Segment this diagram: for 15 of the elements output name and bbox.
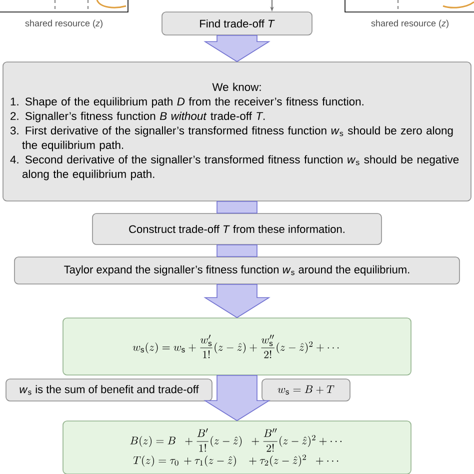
- equation-box: $w_{\mathrm{s}}(z) = w_{\mathrm{s}} + \dfrac{w_{\mathrm{s}}'}{1!}(z-\hat{z}) + \dfrac{w_{\mathrm{s}}''}{2!}(z-\hat{z})^2 + \cdots$: [62, 318, 412, 376]
- block-arrow: [204, 375, 270, 422]
- note-box: w$_{s}$ is the sum of benefit and trade-off: [6, 378, 212, 402]
- connector-bar: [216, 201, 258, 214]
- step-box: Find trade-off T: [162, 12, 312, 36]
- block-arrow: [204, 35, 270, 62]
- equation-box: $B(z) = B \;\; + \dfrac{B'}{1!}(z-\hat{z}) \;\; + \dfrac{B''}{2!}(z-\hat{z})^2 + \cdots$ $T(z) = \tau_0 \, + \tau_1(z-\hat{z}) \;\;\; + \tau_2(z-\hat{z})^2 \;\; + \cdots$: [62, 420, 412, 474]
- info-box: We know: 1. Shape of the equilibrium path D from the receiver’s fitness function. 2. Signaller’s fitness function B without trade-off T. 3. First derivative of the signaller’s transformed fitness function w$_{s}$ should be zero along the equilibrium path. 4. Second derivative of the signaller’s transformed fitness function w$_{s}$ should be negative along the equilibrium path.: [2, 62, 472, 202]
- equation-box: $w_{\mathrm{s}} = B + T$: [262, 378, 350, 402]
- axis-label: shared resource (z): [371, 20, 448, 28]
- step-box: Construct trade-off T from these information.: [92, 213, 382, 245]
- block-arrow: [204, 284, 270, 318]
- connector-bar: [216, 244, 258, 257]
- step-box: Taylor expand the signaller’s fitness function w$_{s}$ around the equilibrium.: [14, 256, 460, 284]
- axis-label: shared resource (z): [25, 20, 102, 28]
